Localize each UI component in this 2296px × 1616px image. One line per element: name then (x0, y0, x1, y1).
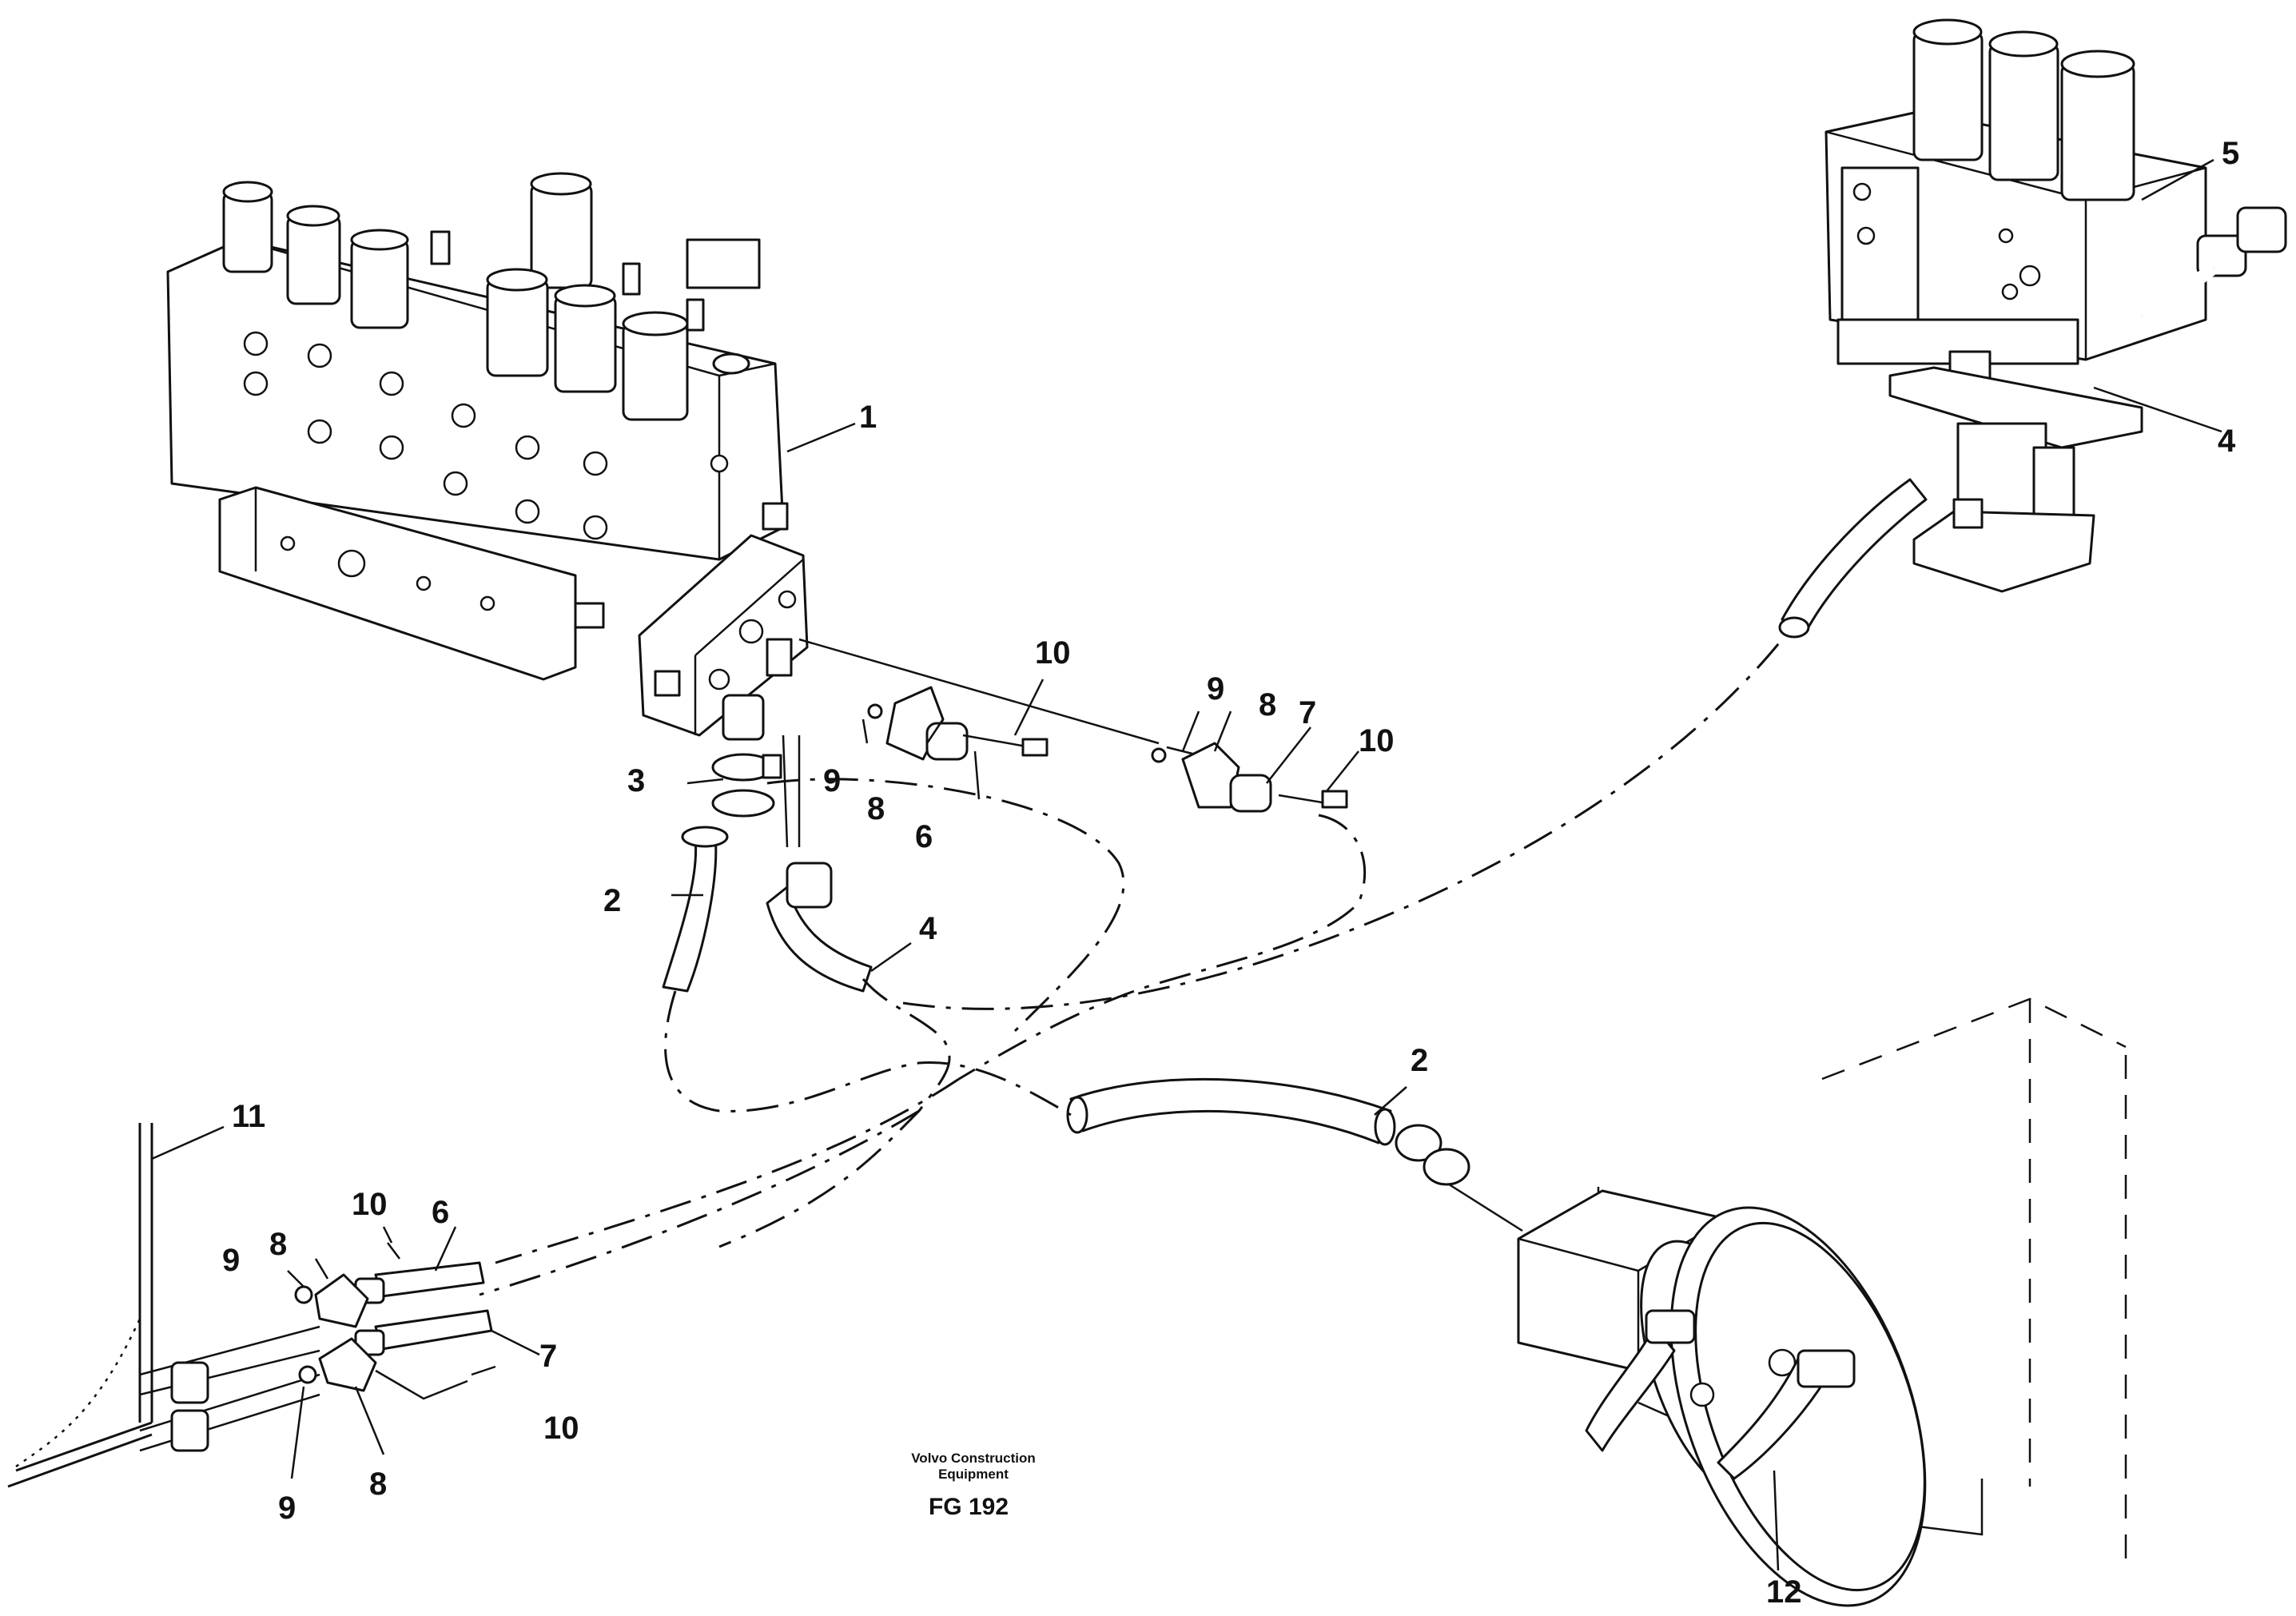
frame-member (7, 1123, 153, 1488)
solenoid-valves (222, 172, 761, 421)
callout-10: 10 (352, 1187, 388, 1222)
callout-3: 3 (627, 763, 645, 798)
leader-lines (151, 158, 2222, 1571)
hydraulic-lines (139, 262, 2218, 1452)
callout-8: 8 (369, 1467, 387, 1502)
callout-6: 6 (915, 819, 933, 854)
callout-9: 9 (1207, 671, 1224, 707)
callout-10: 10 (1359, 723, 1395, 758)
callout-6: 6 (432, 1195, 449, 1230)
callout-4: 4 (2218, 424, 2236, 459)
callout-5: 5 (2222, 136, 2239, 171)
callout-2: 2 (1411, 1043, 1428, 1078)
callout-1: 1 (859, 400, 877, 435)
callout-9: 9 (222, 1243, 240, 1278)
hose-clamps (711, 753, 1470, 1186)
callout-9: 9 (278, 1491, 296, 1526)
callout-4: 4 (919, 911, 937, 946)
callout-11: 11 (232, 1099, 265, 1134)
figure-number: FG 192 (929, 1494, 1009, 1520)
servo-valve (1824, 18, 2287, 593)
callout-7: 7 (1299, 695, 1316, 730)
callout-7: 7 (539, 1339, 557, 1374)
caption-company: Volvo Construction (911, 1451, 1036, 1466)
figure-caption: Volvo Construction Equipment FG 192 (911, 1451, 1036, 1520)
callout-8: 8 (867, 791, 885, 826)
callout-2: 2 (603, 883, 621, 918)
callout-9: 9 (823, 763, 841, 798)
callout-12: 12 (1766, 1574, 1802, 1610)
callout-labels: 1 2 2 3 4 4 5 6 6 7 7 8 8 8 8 9 9 9 9 10… (222, 136, 2239, 1610)
valve-ports (243, 331, 729, 540)
control-valve-block (166, 172, 809, 741)
flange-fittings (294, 686, 1348, 1400)
caption-company-line2: Equipment (938, 1467, 1009, 1482)
callout-8: 8 (269, 1227, 287, 1262)
callout-10: 10 (1035, 635, 1071, 671)
callout-10: 10 (543, 1411, 579, 1446)
callout-8: 8 (1259, 687, 1276, 722)
hydraulic-pump-reservoir (1517, 997, 2127, 1607)
